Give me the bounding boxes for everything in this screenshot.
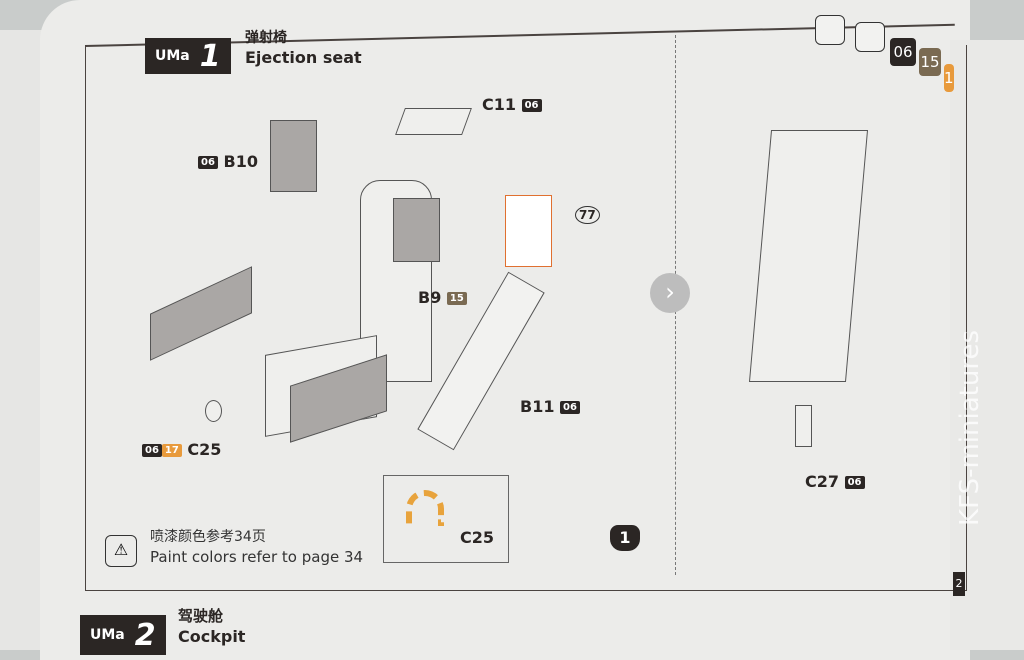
- color-badge: 17: [944, 64, 954, 92]
- part-c25-drawing: [205, 400, 222, 422]
- part-b10-drawing: [270, 120, 317, 192]
- next-page: [950, 40, 1024, 650]
- decal-label: 77: [575, 206, 600, 224]
- decal-panel-drawing: [505, 195, 552, 267]
- paint-icon: ⚠: [105, 535, 137, 567]
- part-b10-label: 06 B10: [198, 152, 258, 171]
- part-c27-label: C27 06: [805, 472, 865, 491]
- next-arrow-icon: ›: [650, 273, 690, 313]
- harness-ring-icon: [406, 490, 444, 526]
- step-title-cn: 弹射椅: [245, 30, 287, 46]
- seat-icon: [815, 15, 845, 45]
- brand-logo: UMa: [90, 627, 125, 643]
- step-title-en: Cockpit: [178, 627, 246, 646]
- step-title-en: Ejection seat: [245, 48, 362, 67]
- step-number: 2: [134, 617, 156, 653]
- step-frame: [85, 45, 967, 591]
- step-2-header: UMa 2: [80, 615, 166, 655]
- step-title-cn: 驾驶舱: [178, 607, 224, 625]
- watermark: KFS-miniatures: [955, 330, 985, 526]
- step-number: 1: [199, 38, 221, 74]
- color-badge: 15: [919, 48, 941, 76]
- color-badge: 06: [890, 38, 916, 66]
- pilot-icon: [855, 22, 885, 52]
- part-b9-label: B9 15: [418, 288, 467, 307]
- part-b11-label: B11 06: [520, 397, 580, 416]
- sub-step-badge: 1: [610, 525, 640, 551]
- detail-box: C25: [383, 475, 509, 563]
- paint-note-cn: 喷漆颜色参考34页: [150, 529, 266, 545]
- detail-label: C25: [460, 528, 495, 547]
- step-1-header: UMa 1: [145, 38, 231, 74]
- part-c11-label: C11 06: [482, 95, 542, 114]
- paint-note-en: Paint colors refer to page 34: [150, 548, 364, 566]
- page-corner-badge: 2: [953, 572, 965, 596]
- brand-logo: UMa: [155, 48, 190, 64]
- part-c11-drawing: [395, 108, 472, 135]
- part-b9-drawing: [393, 198, 440, 262]
- part-c27-drawing: [795, 405, 812, 447]
